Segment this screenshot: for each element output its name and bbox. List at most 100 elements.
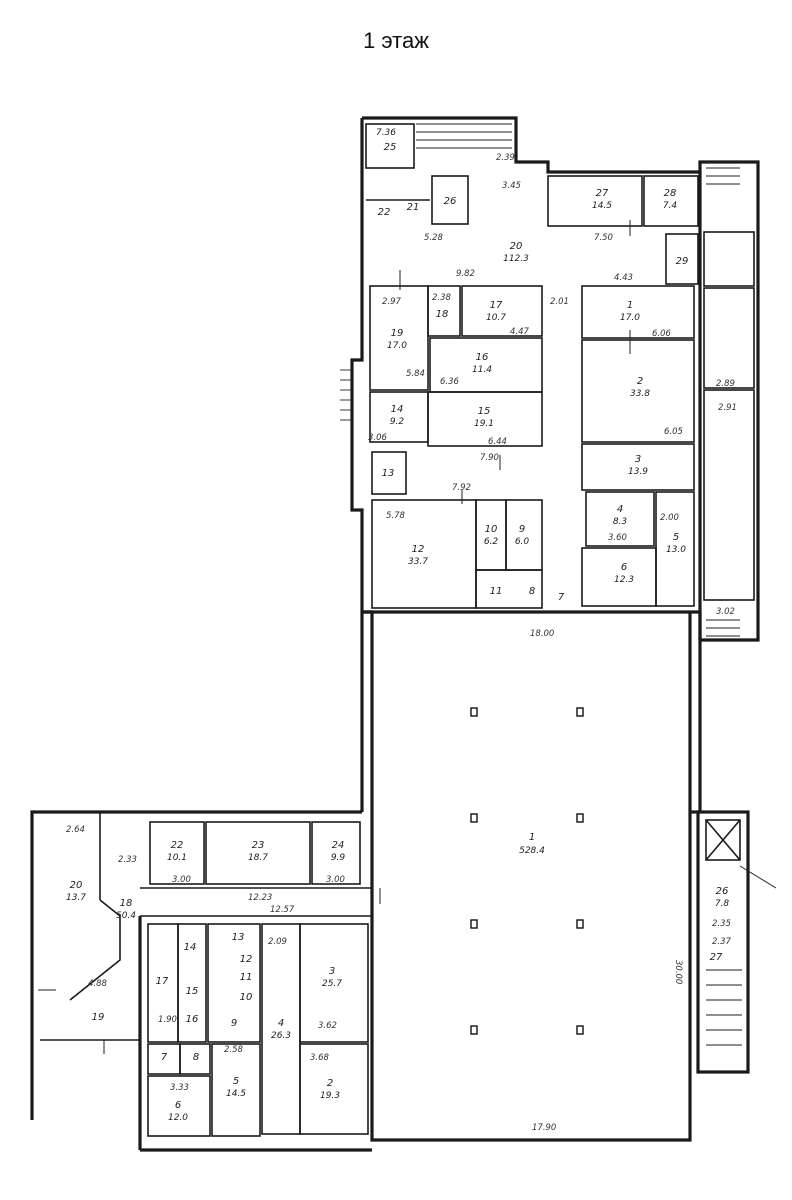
room-label: 27: [596, 188, 609, 199]
room-label: 18: [436, 309, 449, 320]
stairs: [340, 123, 742, 1046]
room-label: 28: [664, 188, 677, 199]
dimension-label: 7.90: [480, 453, 499, 463]
room-label: 13: [382, 468, 395, 479]
room-label: 26: [716, 886, 729, 897]
room-label: 9: [231, 1018, 237, 1029]
dimension-label: 2.33: [118, 855, 137, 865]
dimension-label: 5.78: [386, 511, 406, 521]
column: [470, 813, 478, 823]
room-label: 7: [161, 1052, 168, 1063]
upper-block-walls: [350, 116, 760, 812]
room-label: 29: [676, 256, 689, 267]
room-label: 17: [490, 300, 503, 311]
room-label: 5: [673, 532, 679, 543]
room-label: 11.4: [472, 365, 492, 375]
room-label: 22: [378, 207, 391, 218]
room-label: 26: [444, 196, 457, 207]
room-label: 9.9: [331, 853, 346, 863]
dimension-label: 2.01: [550, 297, 569, 307]
room-label: 4: [617, 504, 623, 515]
room-label: 33.8: [630, 389, 650, 399]
room-label: 7.4: [663, 201, 678, 211]
room-label: 8: [529, 586, 535, 597]
room-label: 17: [156, 976, 169, 987]
room-label: 50.4: [116, 911, 136, 921]
dimension-label: 2.37: [712, 937, 732, 947]
dimension-label: 3.45: [502, 181, 521, 191]
dimension-label: 4.88: [88, 979, 108, 989]
room-label: 17.0: [620, 313, 640, 323]
dimension-label: 12.57: [270, 905, 295, 915]
right-stair-tower: [696, 810, 750, 1074]
column: [576, 919, 584, 929]
room-label: 7.8: [715, 899, 730, 909]
room-label: 10: [240, 992, 253, 1003]
dimension-label: 3.00: [326, 875, 345, 885]
dimension-label: 7.50: [594, 233, 613, 243]
dimension-label: 3.33: [170, 1083, 189, 1093]
room-label: 19.3: [320, 1091, 340, 1101]
room-label: 13.9: [628, 467, 648, 477]
room-label: 12.3: [614, 575, 634, 585]
hall-columns: [470, 707, 584, 1035]
room-label: 13.0: [666, 545, 686, 555]
room-label: 26.3: [271, 1031, 291, 1041]
room-labels: 7.36 25 22 21 26 27 14.5 28 7.4 20 112.3…: [66, 128, 729, 1123]
room-label: 5: [233, 1076, 239, 1087]
dimension-label: 5.84: [406, 369, 425, 379]
room-label: 528.4: [519, 846, 545, 856]
room-label: 12: [412, 544, 425, 555]
dimension-label: 6.05: [664, 427, 683, 437]
main-hall-walls: [362, 610, 702, 1142]
dimension-ticks: [38, 220, 777, 1054]
room-label: 10: [485, 524, 498, 535]
room-label: 14: [184, 942, 197, 953]
dimension-label: 4.47: [510, 327, 530, 337]
dimension-label: 7.92: [452, 483, 471, 493]
room-label: 24: [332, 840, 345, 851]
room-label: 19.1: [474, 419, 494, 429]
room-label: 1: [529, 832, 535, 843]
dimension-label: 17.90: [532, 1123, 556, 1133]
room-label: 1: [627, 300, 633, 311]
dimension-label: 30.00: [673, 960, 683, 984]
floor-title: 1 этаж: [363, 28, 429, 53]
room-label: 6: [621, 562, 627, 573]
dimension-label: 18.00: [530, 629, 554, 639]
room-label: 3: [635, 454, 641, 465]
room-label: 33.7: [408, 557, 428, 567]
dimension-label: 2.89: [716, 379, 735, 389]
room-label: 6.0: [515, 537, 530, 547]
column: [576, 707, 584, 717]
lower-left-block-walls: [30, 810, 372, 1152]
room-label: 112.3: [503, 254, 529, 264]
room-label: 25.7: [322, 979, 342, 989]
dimension-label: 3.02: [716, 607, 735, 617]
room-label: 9.2: [390, 417, 405, 427]
dimension-label: 12.23: [248, 893, 272, 903]
room-label: 16: [476, 352, 489, 363]
dimension-label: 4.43: [614, 273, 633, 283]
room-label: 11: [490, 586, 503, 597]
column: [576, 813, 584, 823]
room-label: 13: [232, 932, 245, 943]
room-label: 16: [186, 1014, 199, 1025]
dimension-label: 3.00: [172, 875, 191, 885]
lower-partitions: [147, 821, 369, 1137]
column: [576, 1025, 584, 1035]
room-label: 2: [637, 376, 643, 387]
dimension-label: 6.36: [440, 377, 460, 387]
room-label: 14.5: [226, 1089, 246, 1099]
room-label: 14.5: [592, 201, 612, 211]
dimension-label: 6.44: [488, 437, 507, 447]
dimension-label: 2.00: [660, 513, 679, 523]
dimension-label: 2.91: [718, 403, 737, 413]
dimension-label: 5.28: [424, 233, 444, 243]
room-label: 25: [384, 142, 397, 153]
dimension-label: 9.82: [456, 269, 475, 279]
room-label: 23: [252, 840, 265, 851]
column: [470, 707, 478, 717]
room-label: 4: [278, 1018, 284, 1029]
room-label: 18: [120, 898, 133, 909]
